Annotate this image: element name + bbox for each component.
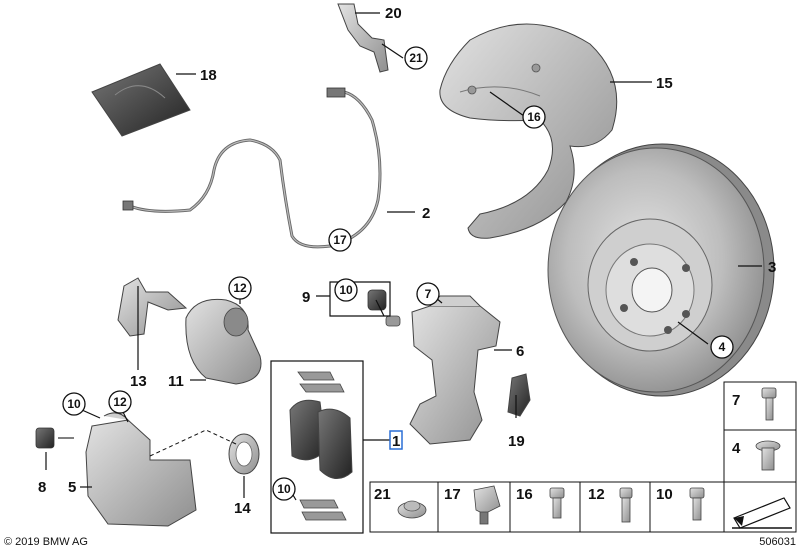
- callout-3[interactable]: 3: [768, 259, 776, 276]
- callout-21[interactable]: 21: [409, 51, 423, 65]
- table-label-12[interactable]: 12: [588, 486, 605, 503]
- callout-10-box[interactable]: 10: [277, 482, 291, 496]
- callout-10-ring-top: [334, 278, 358, 302]
- callout-12-ring-top: [228, 276, 252, 300]
- callout-15[interactable]: 15: [656, 75, 673, 92]
- callout-16-ring: [522, 105, 546, 129]
- bracket-13-graphic: [117, 277, 188, 337]
- callout-18[interactable]: 18: [200, 67, 217, 84]
- callout-10-ring-left: [62, 392, 86, 416]
- nut-21-icon: [397, 500, 427, 519]
- callout-9[interactable]: 9: [302, 289, 310, 306]
- hardware-table: [369, 381, 797, 533]
- dust-shield-15-graphic: [439, 23, 618, 239]
- callout-20[interactable]: 20: [385, 5, 402, 22]
- grease-packet-18-graphic: [91, 63, 191, 137]
- callout-13[interactable]: 13: [130, 373, 147, 390]
- bolt-12-icon: [619, 487, 633, 523]
- guide-sleeve-9-graphic: [367, 289, 401, 327]
- callout-1-highlight: [389, 430, 403, 450]
- callout-10-top[interactable]: 10: [339, 283, 353, 297]
- tool-symbol-icon: [732, 497, 792, 529]
- table-label-7[interactable]: 7: [732, 392, 740, 409]
- table-label-21[interactable]: 21: [374, 486, 391, 503]
- brake-disc-3-graphic: [547, 143, 775, 397]
- callout-10-ring-box: [272, 477, 296, 501]
- callout-17-ring: [328, 228, 352, 252]
- bolt-4-icon: [755, 440, 781, 471]
- callout-4-ring: [710, 335, 734, 359]
- callout-11[interactable]: 11: [168, 373, 184, 390]
- bracket-20-graphic: [337, 3, 389, 73]
- sensor-8-graphic: [35, 427, 74, 449]
- callout-5[interactable]: 5: [68, 479, 76, 496]
- bolt-16-icon: [549, 487, 565, 519]
- callout-12-left[interactable]: 12: [113, 395, 127, 409]
- bolt-7-icon: [761, 387, 777, 421]
- actuator-motor-11-graphic: [185, 298, 262, 385]
- callout-8[interactable]: 8: [38, 479, 46, 496]
- callout-19[interactable]: 19: [508, 433, 525, 450]
- callout-10-left[interactable]: 10: [67, 397, 81, 411]
- callout-7-ring: [416, 282, 440, 306]
- table-label-17[interactable]: 17: [444, 486, 461, 503]
- callout-2[interactable]: 2: [422, 205, 430, 222]
- clip-17-icon: [473, 485, 501, 525]
- caliper-5-graphic: [85, 412, 197, 527]
- caliper-carrier-6-graphic: [409, 295, 501, 445]
- table-label-16[interactable]: 16: [516, 486, 533, 503]
- bracket-19-graphic: [507, 373, 531, 417]
- diagram-number: 506031: [759, 536, 796, 548]
- bolt-10-icon: [689, 487, 705, 521]
- callout-6[interactable]: 6: [516, 343, 524, 360]
- callout-1[interactable]: 1: [392, 433, 400, 450]
- wear-sensor-2-graphic: [122, 87, 382, 249]
- callout-16[interactable]: 16: [527, 110, 541, 124]
- callout-7[interactable]: 7: [425, 287, 432, 301]
- callout-12-ring-left: [108, 390, 132, 414]
- callout-14[interactable]: 14: [234, 500, 251, 517]
- callout-4[interactable]: 4: [719, 340, 726, 354]
- callout-17[interactable]: 17: [333, 233, 347, 247]
- table-label-10[interactable]: 10: [656, 486, 673, 503]
- copyright-text: © 2019 BMW AG: [4, 536, 88, 548]
- callout-21-ring: [404, 46, 428, 70]
- brake-pad-kit-1-graphic: [270, 360, 364, 534]
- assembly-dashed-line: [149, 429, 237, 457]
- table-label-4[interactable]: 4: [732, 440, 741, 457]
- seal-ring-14-graphic: [228, 433, 260, 475]
- callout-12-top[interactable]: 12: [233, 281, 247, 295]
